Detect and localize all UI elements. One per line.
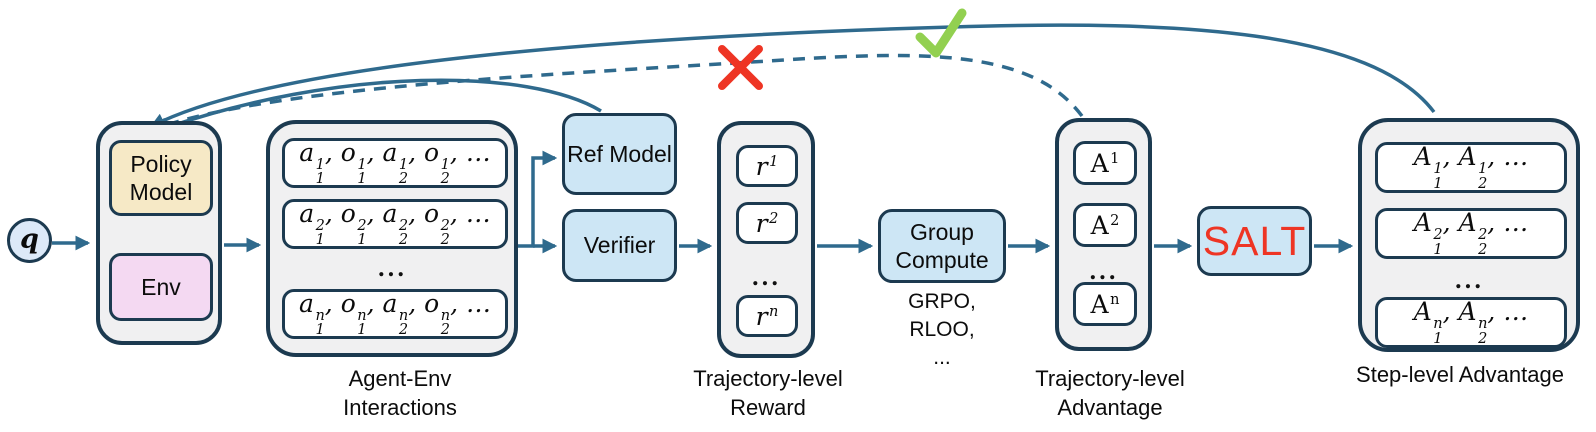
- ellipsis: ...: [751, 265, 781, 291]
- agent-panel: Policy Model Env: [96, 121, 222, 345]
- ref-model-box: Ref Model: [562, 113, 677, 195]
- method-rloo: RLOO,: [909, 317, 975, 341]
- ref-model-label: Ref Model: [567, 140, 672, 167]
- query-node: q: [7, 218, 52, 263]
- group-compute-label: Group Compute: [895, 218, 989, 273]
- salt-label: SALT: [1202, 217, 1307, 264]
- step-advantages-caption: Step-level Advantage: [1356, 362, 1564, 387]
- interactions-to-refmodel-arrow: [517, 150, 558, 248]
- accept-check-icon: [915, 8, 967, 58]
- interactions-caption: Agent-Env Interactions: [343, 366, 457, 421]
- verifier-box: Verifier: [562, 209, 677, 282]
- method-ellipsis: ...: [933, 345, 951, 369]
- ellipsis: ...: [1089, 259, 1118, 285]
- policy-model-label: Policy Model: [129, 150, 193, 205]
- group-compute-methods: GRPO, RLOO, ...: [862, 288, 1022, 372]
- traj-advantages-caption: Trajectory-level Advantage: [1035, 366, 1185, 421]
- salt-box: SALT: [1197, 206, 1312, 276]
- verifier-label: Verifier: [583, 232, 656, 259]
- group-compute-box: Group Compute: [878, 209, 1006, 283]
- query-symbol: q: [20, 224, 39, 255]
- ellipsis: ...: [1454, 268, 1484, 294]
- method-grpo: GRPO,: [908, 290, 976, 313]
- policy-model-box: Policy Model: [109, 140, 213, 216]
- ellipsis: ...: [377, 256, 407, 282]
- rewards-caption: Trajectory-level Reward: [693, 366, 843, 421]
- reject-cross-icon: [718, 45, 763, 90]
- env-box: Env: [109, 253, 213, 321]
- step-advantage-to-policy-curve: [150, 23, 1436, 128]
- env-label: Env: [141, 273, 181, 300]
